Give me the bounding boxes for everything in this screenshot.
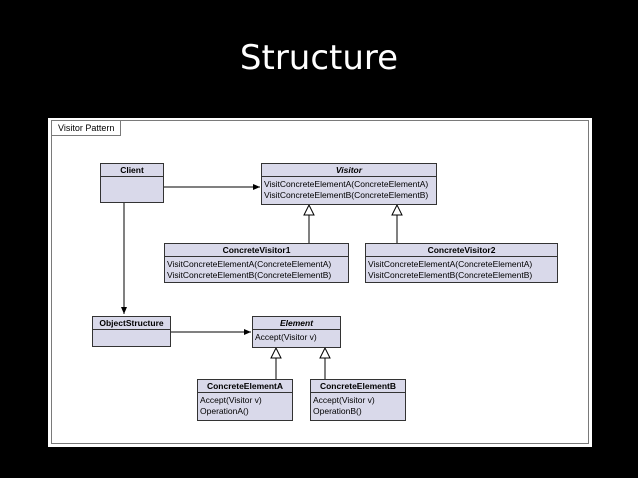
operation: Accept(Visitor v) — [200, 395, 262, 405]
operation: VisitConcreteElementA(ConcreteElementA) — [167, 259, 332, 269]
operations: Accept(Visitor v) — [253, 330, 340, 343]
class-name: ObjectStructure — [93, 317, 170, 330]
diagram-panel: Visitor Pattern Client Visitor — [48, 118, 592, 447]
cv2-generalization-triangle — [391, 203, 403, 216]
operations: Accept(Visitor v) OperationA() — [198, 393, 292, 416]
class-visitor: Visitor VisitConcreteElementA(ConcreteEl… — [261, 163, 437, 205]
class-element: Element Accept(Visitor v) — [252, 316, 341, 348]
frame-label: Visitor Pattern — [52, 121, 122, 136]
class-concrete-element-a: ConcreteElementA Accept(Visitor v) Opera… — [197, 379, 293, 421]
class-name: ConcreteElementB — [311, 380, 405, 393]
operations: VisitConcreteElementA(ConcreteElementA) … — [366, 257, 557, 280]
class-object-structure: ObjectStructure — [92, 316, 171, 347]
class-name: Element — [253, 317, 340, 330]
operation: VisitConcreteElementB(ConcreteElementB) — [167, 269, 332, 280]
class-concrete-visitor2: ConcreteVisitor2 VisitConcreteElementA(C… — [365, 243, 558, 283]
class-concrete-element-b: ConcreteElementB Accept(Visitor v) Opera… — [310, 379, 406, 421]
class-name: ConcreteVisitor2 — [366, 244, 557, 257]
operation: VisitConcreteElementB(ConcreteElementB) — [368, 269, 533, 280]
operations: VisitConcreteElementA(ConcreteElementA) … — [262, 177, 436, 200]
cv1-generalization-triangle — [303, 203, 315, 216]
operation: VisitConcreteElementA(ConcreteElementA) — [264, 179, 429, 189]
operation: Accept(Visitor v) — [313, 395, 375, 405]
operations: VisitConcreteElementA(ConcreteElementA) … — [165, 257, 348, 280]
class-name: Client — [101, 164, 163, 177]
class-client: Client — [100, 163, 164, 203]
class-concrete-visitor1: ConcreteVisitor1 VisitConcreteElementA(C… — [164, 243, 349, 283]
ceb-generalization-triangle — [319, 346, 331, 359]
class-name: ConcreteElementA — [198, 380, 292, 393]
class-name: ConcreteVisitor1 — [165, 244, 348, 257]
class-name: Visitor — [262, 164, 436, 177]
operation: Accept(Visitor v) — [255, 332, 317, 342]
operation: OperationB() — [313, 405, 362, 416]
operations: Accept(Visitor v) OperationB() — [311, 393, 405, 416]
operation: OperationA() — [200, 405, 249, 416]
diagram-frame: Visitor Pattern — [51, 120, 589, 444]
slide-title: Structure — [239, 38, 399, 78]
operation: VisitConcreteElementA(ConcreteElementA) — [368, 259, 533, 269]
operation: VisitConcreteElementB(ConcreteElementB) — [264, 189, 429, 200]
cea-generalization-triangle — [270, 346, 282, 359]
connector-layer — [121, 184, 403, 379]
